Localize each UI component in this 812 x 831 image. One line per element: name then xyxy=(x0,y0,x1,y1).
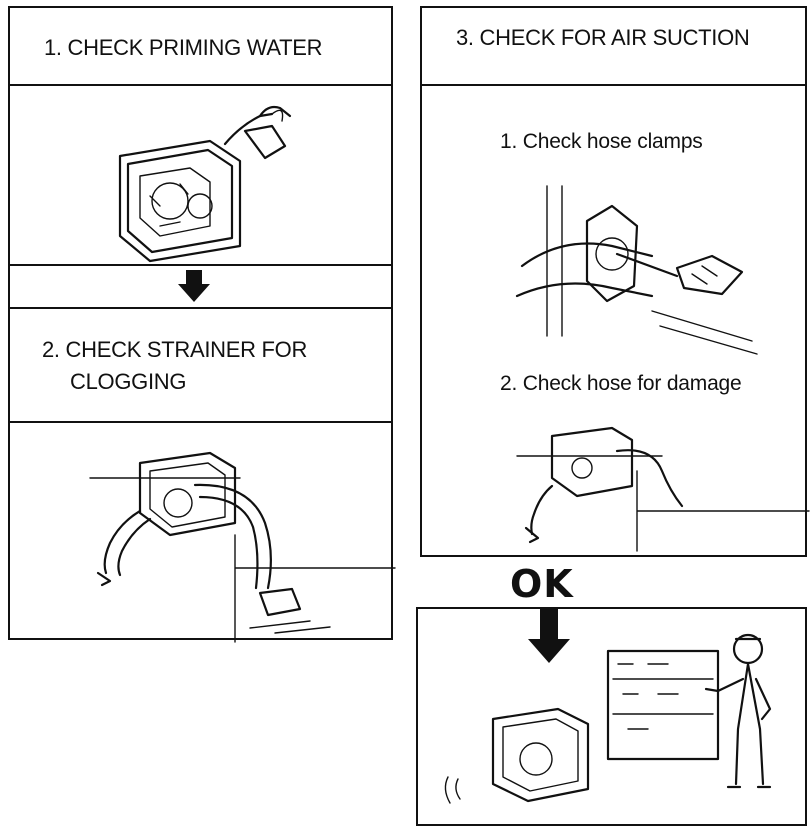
step3-sub1: 1. Check hose clamps xyxy=(500,130,703,153)
step1-title: 1. CHECK PRIMING WATER xyxy=(44,35,323,60)
down-arrow-icon xyxy=(178,270,210,302)
step1-image-box xyxy=(8,84,393,266)
ok-result-box xyxy=(416,607,807,826)
down-arrow-icon xyxy=(528,607,570,663)
step1-title-box: 1. CHECK PRIMING WATER xyxy=(8,6,393,86)
hose-clamp-illustration xyxy=(515,185,758,355)
step2-title-line1: 2. CHECK STRAINER FOR xyxy=(42,337,308,362)
ok-label: OK xyxy=(510,562,574,606)
step3-title-box: 3. CHECK FOR AIR SUCTION xyxy=(420,6,807,86)
step2-title-line2: CLOGGING xyxy=(70,369,187,394)
arrow-strip-1 xyxy=(8,264,393,309)
hose-damage-illustration xyxy=(516,426,810,552)
step2-title-box: 2. CHECK STRAINER FOR CLOGGING xyxy=(8,307,393,423)
step3-content-box: 1. Check hose clamps 2. Check hose for d… xyxy=(420,84,810,557)
priming-pump-illustration xyxy=(118,105,292,263)
strainer-pump-illustration xyxy=(89,451,396,643)
step3-title: 3. CHECK FOR AIR SUCTION xyxy=(456,25,750,50)
step2-image-box xyxy=(8,421,396,643)
ok-scene-illustration xyxy=(444,633,772,804)
step3-sub2: 2. Check hose for damage xyxy=(500,372,742,395)
